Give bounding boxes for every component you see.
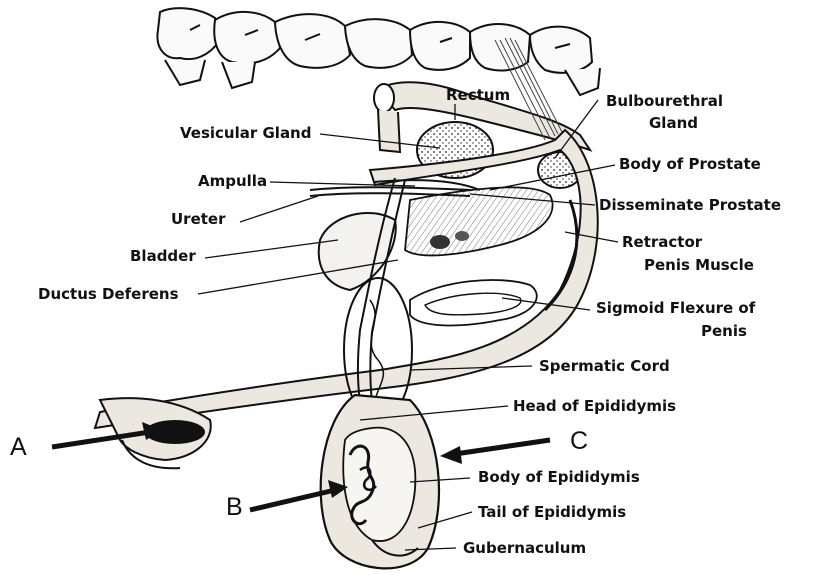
label-retractor-2: Penis Muscle [644,256,754,275]
label-ureter: Ureter [171,210,226,229]
marker-c: C [570,428,588,454]
label-ductus-deferens: Ductus Deferens [38,285,179,304]
label-vesicular-gland: Vesicular Gland [180,124,311,143]
arrow-c [455,440,550,454]
label-bladder: Bladder [130,247,196,266]
label-disseminate-prostate: Disseminate Prostate [599,196,781,215]
marker-a: A [10,434,27,460]
vertebrae-drawing [157,8,600,95]
label-rectum: Rectum [446,86,510,105]
marker-b: B [226,494,243,520]
label-body-of-prostate: Body of Prostate [619,155,761,174]
arrow-c-head [440,446,462,464]
marker-arrows [52,422,550,510]
label-bulbourethral-1: Bulbourethral [606,92,723,111]
label-sigmoid-1: Sigmoid Flexure of [596,299,755,318]
label-sigmoid-2: Penis [701,322,747,341]
label-body-of-epididymis: Body of Epididymis [478,468,640,487]
label-ampulla: Ampulla [198,172,267,191]
label-retractor-1: Retractor [622,233,702,252]
label-bulbourethral-2: Gland [649,114,698,133]
label-gubernaculum: Gubernaculum [463,539,586,558]
label-tail-of-epididymis: Tail of Epididymis [478,503,626,522]
label-spermatic-cord: Spermatic Cord [539,357,670,376]
label-head-of-epididymis: Head of Epididymis [513,397,676,416]
